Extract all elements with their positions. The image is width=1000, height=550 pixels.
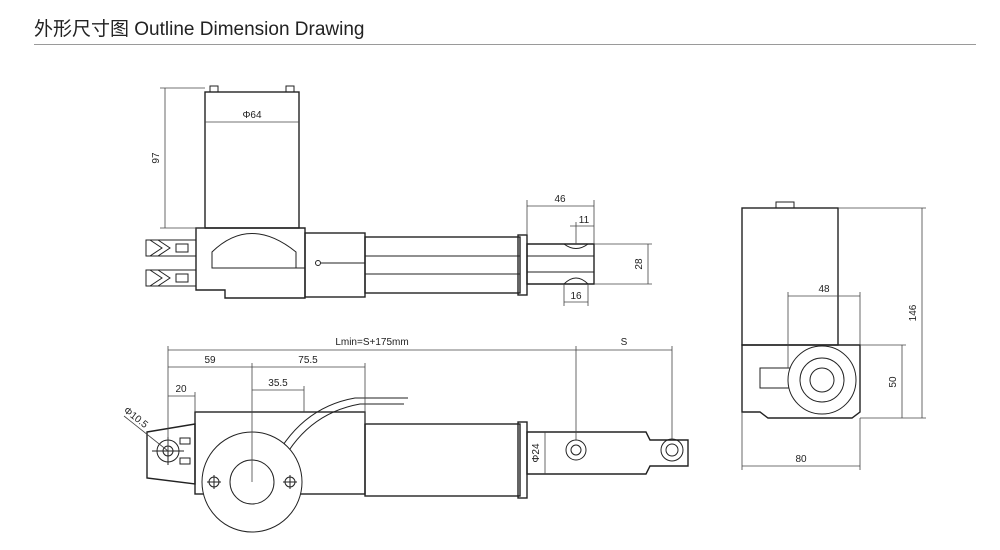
side-hub-ring — [799, 357, 845, 403]
dim-75-label: 75.5 — [298, 355, 318, 366]
rear-clevis-slot-a — [179, 437, 191, 445]
dim-28-label: 28 — [634, 258, 645, 270]
rod-hole-b — [660, 438, 684, 462]
front-rod — [526, 431, 689, 475]
dim-50-label: 50 — [888, 376, 899, 388]
rod-hole-b-inner — [665, 443, 679, 457]
cable-entry — [315, 260, 321, 266]
gearbox-dome — [211, 233, 297, 269]
header: 外形尺寸图 Outline Dimension Drawing — [34, 12, 976, 46]
dim-46-label: 46 — [554, 194, 566, 205]
motor-cap-left-tab — [209, 85, 219, 93]
side-cap-tab — [775, 201, 795, 209]
plug-upper-teeth — [149, 239, 171, 257]
motor-cap-right-tab — [285, 85, 295, 93]
plug-lower — [145, 269, 197, 287]
dim-11-label: 11 — [579, 215, 590, 226]
dim-20-label: 20 — [175, 384, 187, 395]
side-view: 146 48 50 80 — [741, 201, 926, 470]
rod-hole-a-inner — [570, 444, 582, 456]
side-hub-bore — [809, 367, 835, 393]
rod-end — [526, 243, 595, 285]
rod-end-slot-bottom — [563, 277, 589, 285]
dim-phi105-leader — [123, 415, 169, 452]
dim-146-label: 146 — [908, 304, 919, 321]
side-hub-outer — [787, 345, 857, 415]
dim-16-label: 16 — [570, 291, 582, 302]
title-divider — [34, 44, 976, 45]
plug-lower-slot — [175, 273, 189, 283]
rod-hole-a — [565, 439, 587, 461]
dim-80-label: 80 — [795, 454, 807, 465]
dim-phi24-label: Φ24 — [531, 443, 542, 463]
plug-upper — [145, 239, 197, 257]
side-slot — [759, 367, 791, 389]
dim-59-label: 59 — [204, 355, 216, 366]
outer-tube — [364, 236, 521, 294]
gearbox-block — [195, 227, 306, 299]
dim-phi105-label: Φ10.5 — [121, 405, 150, 431]
rear-clevis — [146, 423, 196, 485]
front-view: Lmin=S+175mm S 59 75.5 35.5 20 Φ10.5 Φ24 — [121, 337, 689, 533]
dim-s-label: S — [621, 337, 628, 348]
rear-clevis-slot-b — [179, 457, 191, 465]
dim-lmin-label: Lmin=S+175mm — [335, 337, 408, 348]
front-outer-tube — [364, 423, 521, 497]
dim-phi64-label: Φ64 — [242, 110, 262, 121]
side-motor-body — [741, 207, 839, 346]
tube-housing — [304, 232, 366, 298]
dim-97-label: 97 — [151, 152, 162, 164]
dim-48-label: 48 — [818, 284, 830, 295]
side-gearbox — [741, 344, 861, 419]
top-view: Φ64 97 46 11 28 16 — [145, 85, 652, 306]
plug-upper-slot — [175, 243, 189, 253]
plug-lower-teeth — [149, 269, 171, 287]
page-title: 外形尺寸图 Outline Dimension Drawing — [34, 19, 365, 40]
dim-35-label: 35.5 — [268, 378, 288, 389]
rod-end-slot-top — [563, 243, 589, 249]
